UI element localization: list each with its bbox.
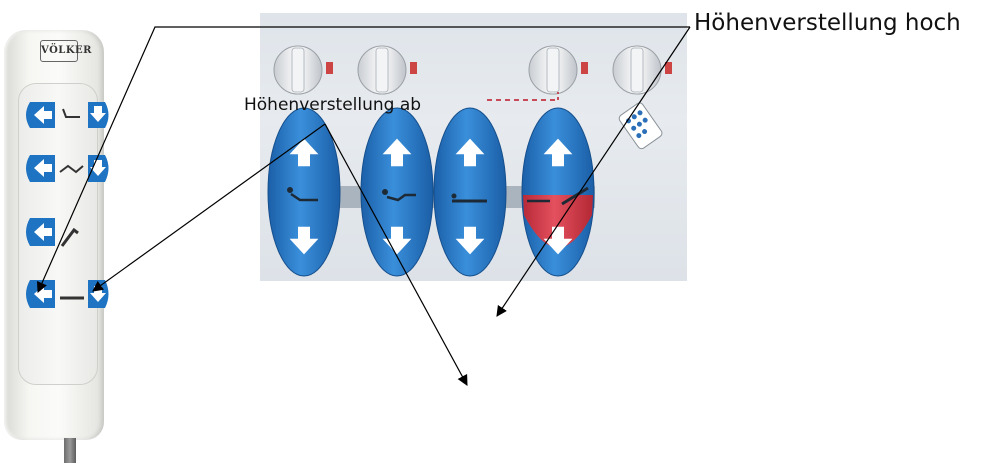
callout-line-down — [92, 123, 326, 292]
brand-logo: VÖLKER — [40, 40, 91, 62]
label-height-down: Höhenverstellung ab — [244, 95, 422, 115]
tilt-icon — [527, 186, 589, 206]
remote-button-row-height[interactable] — [26, 280, 109, 308]
arrow-up-icon — [34, 159, 52, 177]
height-button-pair[interactable] — [433, 107, 507, 277]
callout-line-up — [36, 26, 690, 293]
lock-knob — [528, 45, 588, 95]
remote-button-row-backrest[interactable] — [26, 102, 109, 128]
lock-knob — [273, 45, 333, 95]
lock-knob — [357, 45, 417, 95]
remote-button-row-legrest[interactable] — [26, 155, 109, 182]
arrow-up-icon — [34, 106, 52, 124]
bed-height-icon — [451, 193, 487, 203]
backrest-button-pair[interactable] — [267, 107, 341, 277]
callout-line-up-2 — [496, 26, 691, 317]
arrow-up-icon — [34, 223, 52, 241]
remote-button-single[interactable] — [26, 218, 79, 247]
arrow-down-icon — [90, 106, 106, 122]
legrest-button-pair[interactable] — [360, 107, 434, 277]
remote-icon — [618, 102, 663, 150]
label-height-up: Höhenverstellung hoch — [694, 10, 961, 36]
backrest-icon — [287, 187, 318, 202]
backrest-icon — [62, 108, 80, 118]
legrest-icon — [59, 164, 84, 174]
arrow-up-icon — [34, 285, 52, 303]
tilt-button-pair[interactable] — [521, 107, 595, 277]
tilt-icon — [60, 227, 79, 247]
legrest-icon — [382, 189, 416, 202]
callout-line-down-2 — [324, 123, 468, 386]
remote-cable — [64, 438, 76, 463]
lock-knob — [612, 45, 672, 95]
